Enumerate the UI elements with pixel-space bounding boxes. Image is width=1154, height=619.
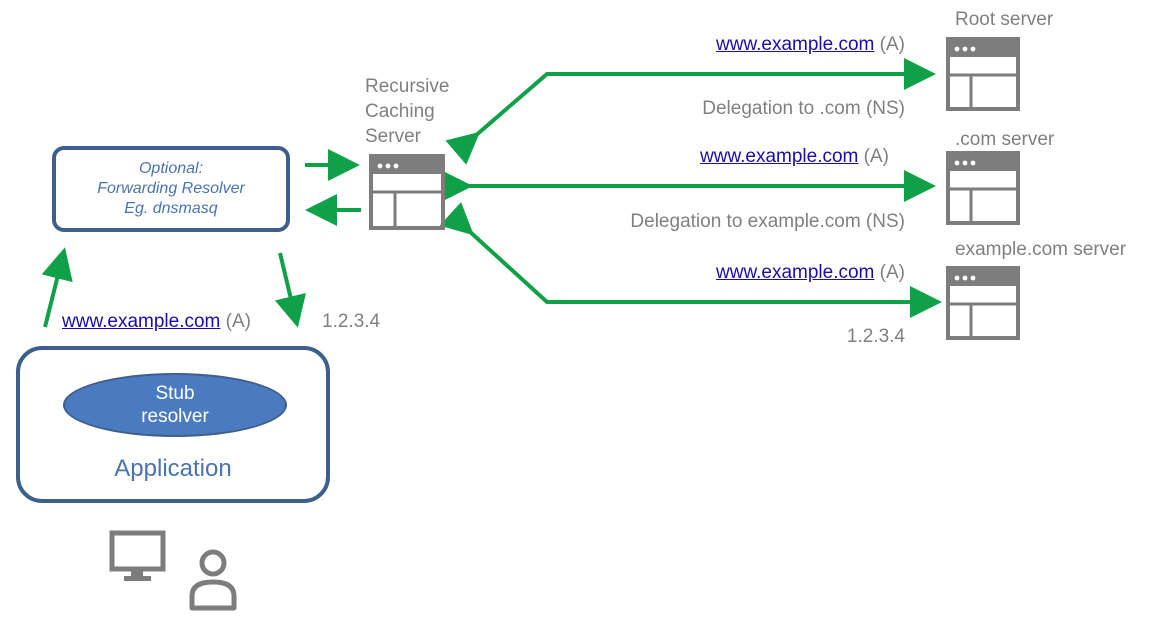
com-query-type: (A)	[863, 146, 889, 167]
client-query-label: www.example.com (A)	[62, 311, 251, 333]
arrow-fwd-to-app	[274, 252, 306, 328]
root-query-label: www.example.com (A)	[716, 34, 905, 56]
user-icon	[189, 549, 237, 611]
root-response: Delegation to .com (NS)	[702, 98, 905, 119]
client-query-link[interactable]: www.example.com	[62, 311, 221, 332]
example-query-label: www.example.com (A)	[716, 262, 905, 284]
arrow-root	[445, 58, 936, 165]
com-response: Delegation to example.com (NS)	[630, 211, 905, 232]
server-icon	[369, 154, 445, 230]
monitor-icon	[109, 530, 166, 581]
forwarding-resolver-line: Forwarding Resolver	[97, 180, 245, 197]
arrow-app-to-fwd	[41, 247, 73, 328]
server-icon	[946, 37, 1020, 111]
server-icon	[946, 266, 1020, 340]
recursive-server-label: Recursive Caching Server	[365, 76, 450, 147]
example-response: 1.2.3.4	[846, 326, 905, 347]
client-answer: 1.2.3.4	[322, 311, 381, 332]
forwarding-resolver-line: Optional:	[138, 160, 204, 177]
com-query-label: www.example.com (A)	[700, 146, 889, 168]
com-server-name: .com server	[955, 129, 1055, 150]
example-query-link[interactable]: www.example.com	[716, 262, 875, 283]
forwarding-resolver-box: Optional: Forwarding Resolver Eg. dnsmas…	[52, 146, 290, 232]
example-query-type: (A)	[879, 262, 905, 283]
forwarding-resolver-line: Eg. dnsmasq	[124, 200, 218, 217]
example-server-name: example.com server	[955, 239, 1127, 260]
root-server-name: Root server	[955, 9, 1054, 30]
arrow-example	[439, 202, 942, 318]
application-label: Application	[114, 455, 232, 482]
client-query-type: (A)	[225, 311, 251, 332]
server-icon	[946, 151, 1020, 225]
root-query-type: (A)	[879, 34, 905, 55]
root-query-link[interactable]: www.example.com	[716, 34, 875, 55]
com-query-link[interactable]: www.example.com	[700, 146, 859, 167]
stub-resolver: Stub resolver	[63, 373, 287, 437]
